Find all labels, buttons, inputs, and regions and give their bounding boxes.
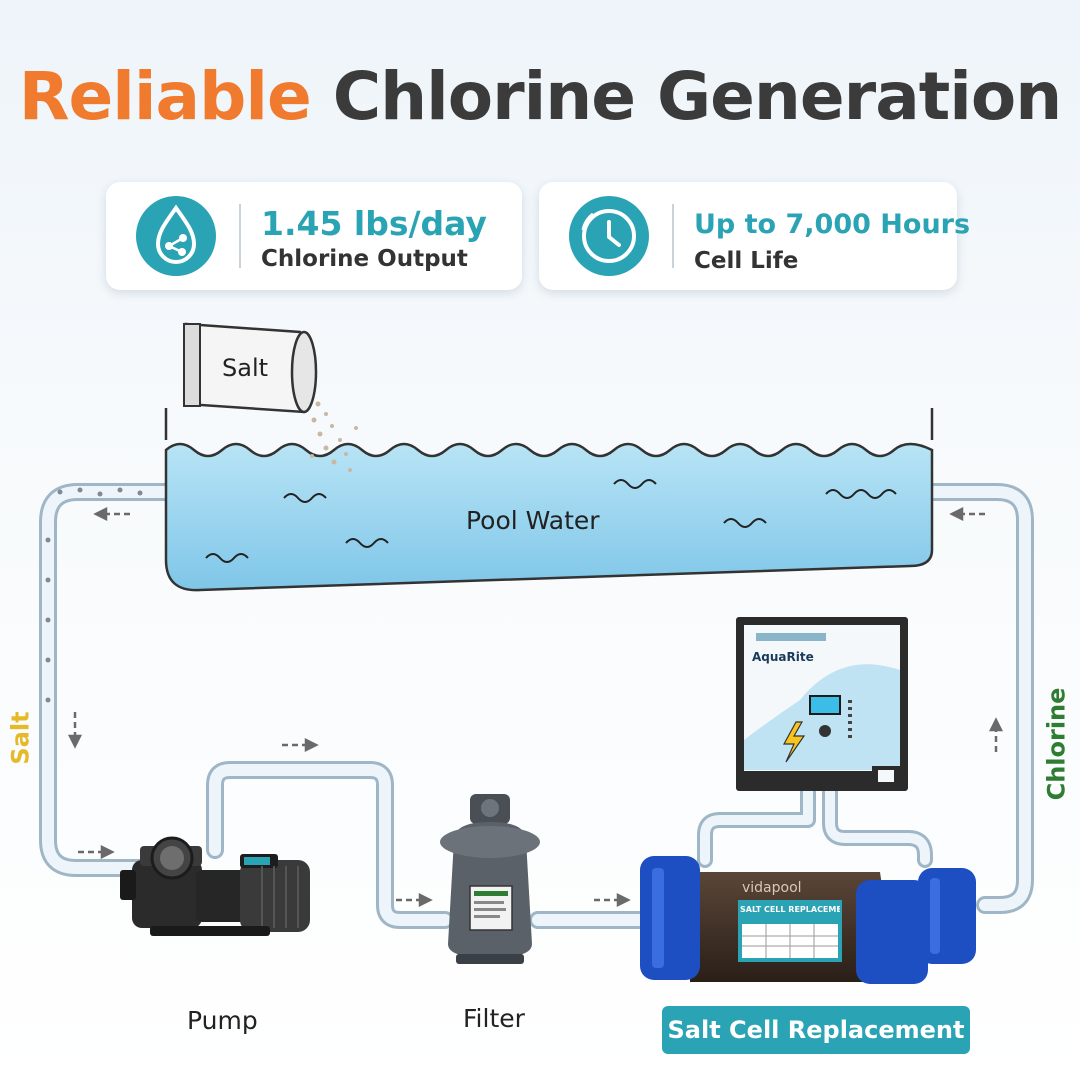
salt-cell-replacement-badge: Salt Cell Replacement (662, 1006, 970, 1054)
life-value: Up to 7,000 Hours (694, 209, 971, 240)
cell-brand: vidapool (742, 880, 802, 896)
pump (120, 836, 310, 936)
salt-cell (640, 856, 976, 984)
controller (736, 617, 908, 791)
cell-label-text: SALT CELL REPLACEMENT (740, 905, 840, 914)
card-divider (672, 204, 674, 268)
salt-flow-label: Salt (6, 711, 35, 765)
output-value: 1.45 lbs/day (261, 204, 487, 243)
life-label: Cell Life (694, 248, 799, 274)
title-accent: Reliable (18, 58, 312, 135)
stat-card-life: Up to 7,000 Hours Cell Life (539, 182, 970, 290)
water-drop-molecule-icon (136, 196, 216, 276)
flow-arrows (67, 506, 1004, 908)
pump-label: Pump (187, 1006, 258, 1035)
filter-label: Filter (463, 1004, 525, 1033)
title-rest: Chlorine Generation (332, 58, 1063, 135)
pool-water-label: Pool Water (466, 506, 600, 535)
salt-bag (183, 322, 358, 472)
filter (440, 794, 540, 964)
controller-brand: AquaRite (752, 650, 814, 664)
pipe-loop (39, 483, 1034, 929)
page-title: Reliable Chlorine Generation (0, 58, 1080, 135)
pool-basin (164, 408, 934, 592)
output-label: Chlorine Output (261, 246, 468, 272)
salt-particles-pipe (45, 487, 143, 703)
chlorine-flow-label: Chlorine (1042, 687, 1071, 801)
salt-bag-label: Salt (222, 354, 269, 382)
stat-card-output: 1.45 lbs/day Chlorine Output (106, 182, 522, 290)
card-divider (239, 204, 241, 268)
clock-icon (569, 196, 649, 276)
